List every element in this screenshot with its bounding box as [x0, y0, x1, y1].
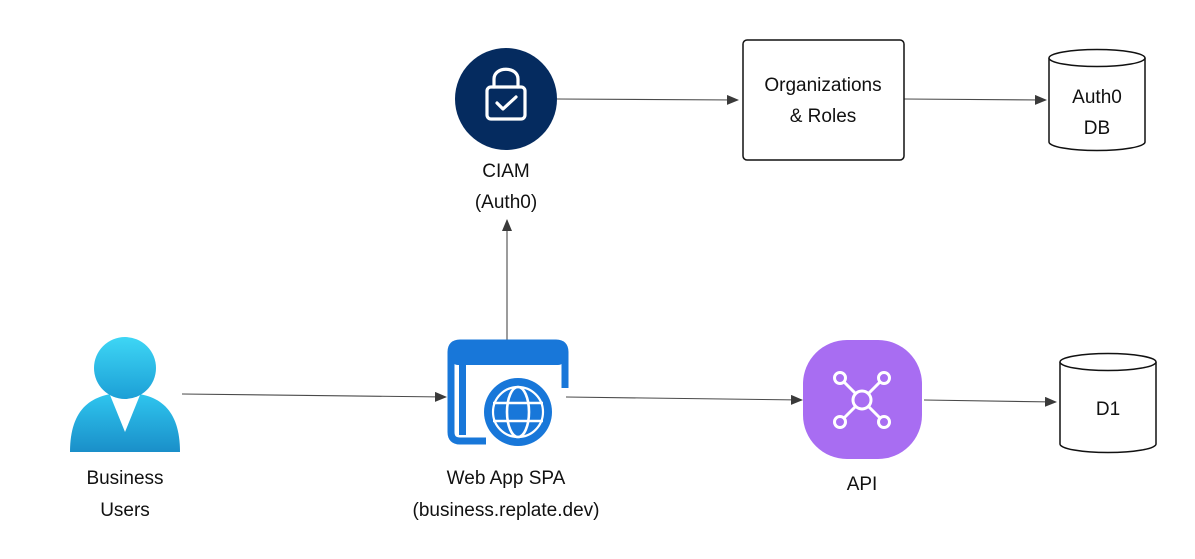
node-web-app-spa[interactable]: Web App SPA (business.replate.dev): [413, 339, 600, 521]
edge-api-to-d1: [923, 396, 1057, 407]
business-users-label-line2: Users: [100, 500, 150, 521]
organizations-roles-label-line2: & Roles: [790, 106, 857, 127]
api-label: API: [847, 474, 878, 495]
edge-webapp-to-api: [565, 394, 803, 405]
node-organizations-roles[interactable]: Organizations & Roles: [742, 39, 905, 161]
node-auth0-db[interactable]: Auth0 DB: [1048, 48, 1146, 152]
edge-users-to-webapp: [181, 391, 447, 402]
web-app-globe-icon: [447, 339, 569, 450]
lock-icon: [455, 48, 557, 150]
organizations-roles-box: [742, 39, 905, 161]
api-hub-icon: [803, 340, 922, 459]
organizations-roles-label-line1: Organizations: [764, 75, 881, 96]
ciam-label-line1: CIAM: [482, 161, 530, 182]
d1-label: D1: [1096, 399, 1120, 420]
edge-organizations-to-auth0-db: [903, 94, 1047, 105]
node-ciam[interactable]: CIAM (Auth0): [455, 48, 557, 213]
web-app-label-line2: (business.replate.dev): [413, 500, 600, 521]
auth0-db-label-line1: Auth0: [1072, 87, 1122, 108]
database-icon: [1048, 48, 1146, 152]
web-app-label-line1: Web App SPA: [447, 468, 566, 489]
ciam-label-line2: (Auth0): [475, 192, 537, 213]
auth0-db-label-line2: DB: [1084, 118, 1110, 139]
user-icon: [70, 337, 180, 452]
database-icon: [1059, 352, 1157, 454]
node-api[interactable]: API: [803, 340, 922, 495]
node-business-users[interactable]: Business Users: [70, 337, 180, 521]
edge-ciam-to-organizations: [556, 94, 739, 105]
business-users-label-line1: Business: [86, 468, 163, 489]
node-d1[interactable]: D1: [1059, 352, 1157, 454]
